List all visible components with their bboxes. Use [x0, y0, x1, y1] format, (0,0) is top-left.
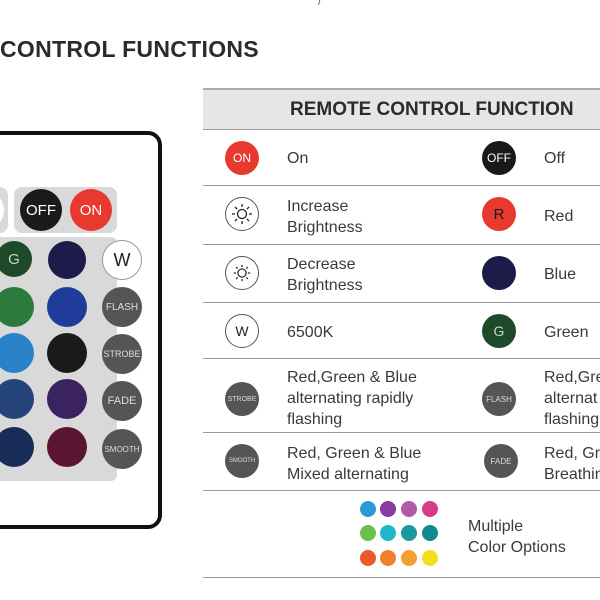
fade-icon: FADE [484, 444, 518, 478]
on-icon: ON [225, 141, 259, 175]
function-label-strobe-1: Red,Green & Blue [287, 369, 417, 386]
white-icon: W [225, 314, 259, 348]
color-swatch [380, 550, 396, 566]
function-label-fade-1: Red, Gr [544, 445, 600, 462]
remote-off-label: OFF [26, 201, 56, 219]
function-label-smooth-1: Red, Green & Blue [287, 445, 422, 462]
smooth-icon-label: SMOOTH [228, 458, 256, 464]
function-label-strobe-2: alternating rapidly [287, 390, 414, 407]
table-title: REMOTE CONTROL FUNCTION [290, 99, 574, 120]
function-label-off: Off [544, 150, 566, 167]
green-icon-label: G [493, 323, 505, 339]
remote-white-button[interactable]: W [102, 240, 142, 280]
color-swatch [360, 525, 376, 541]
table-header: REMOTE CONTROL FUNCTION [203, 88, 600, 130]
function-label-on: On [287, 150, 309, 167]
green-icon: G [482, 314, 516, 348]
function-label-blue: Blue [544, 266, 577, 283]
strobe-icon: STROBE [225, 382, 259, 416]
remote-control: OFF ON G W FLASH STROBE FADE SMOOTH [0, 131, 162, 529]
page-heading: CONTROL FUNCTIONS [0, 36, 259, 62]
remote-color-button[interactable] [0, 427, 34, 467]
function-label-strobe-3: flashing [287, 411, 343, 428]
remote-white-label: W [113, 249, 131, 270]
remote-color-button[interactable] [47, 379, 87, 419]
remote-green-label: G [8, 250, 20, 268]
sun-icon [0, 199, 1, 221]
off-icon-label: OFF [487, 151, 511, 165]
function-label-increase-2: Brightness [287, 219, 363, 236]
flash-icon-label: FLASH [486, 394, 512, 404]
remote-strobe-button[interactable]: STROBE [102, 334, 142, 374]
remote-smooth-label: SMOOTH [104, 444, 140, 454]
red-icon: R [482, 197, 516, 231]
row-divider [203, 490, 600, 491]
sun-icon [233, 264, 251, 282]
remote-on-label: ON [79, 201, 103, 219]
remote-fade-button[interactable]: FADE [102, 381, 142, 421]
color-swatch [360, 550, 376, 566]
top-mark: / [318, 0, 322, 8]
remote-fade-label: FADE [107, 395, 137, 407]
color-swatch [401, 501, 417, 517]
smooth-icon: SMOOTH [225, 444, 259, 478]
fade-icon-label: FADE [490, 456, 512, 466]
function-label-fade-2: Breathin [544, 466, 600, 483]
color-swatch [380, 501, 396, 517]
row-divider [203, 432, 600, 433]
sun-icon [232, 204, 252, 224]
multiple-color-label-2: Color Options [468, 539, 566, 556]
remote-top-panel-left [0, 187, 8, 233]
on-icon-label: ON [233, 151, 251, 165]
row-divider [203, 185, 600, 186]
blue-icon [482, 256, 516, 290]
remote-green-button[interactable]: G [0, 241, 32, 277]
function-label-6500k: 6500K [287, 324, 334, 341]
remote-smooth-button[interactable]: SMOOTH [102, 429, 142, 469]
remote-color-button[interactable] [47, 287, 87, 327]
decrease-brightness-icon [225, 256, 259, 290]
increase-brightness-icon [225, 197, 259, 231]
function-label-smooth-2: Mixed alternating [287, 466, 409, 483]
color-swatch [380, 525, 396, 541]
function-label-red: Red [544, 208, 574, 225]
function-label-decrease-1: Decrease [287, 256, 356, 273]
function-label-flash-3: flashing [544, 411, 600, 428]
remote-color-button[interactable] [0, 287, 34, 327]
flash-icon: FLASH [482, 382, 516, 416]
multiple-color-label-1: Multiple [468, 518, 524, 535]
remote-blue-button[interactable] [48, 241, 86, 279]
remote-off-button[interactable]: OFF [20, 189, 62, 231]
row-divider [203, 358, 600, 359]
function-label-decrease-2: Brightness [287, 277, 363, 294]
strobe-icon-label: STROBE [227, 395, 257, 403]
remote-on-button[interactable]: ON [70, 189, 112, 231]
remote-brightness-button[interactable] [0, 190, 4, 230]
white-icon-label: W [235, 323, 249, 339]
color-swatch [360, 501, 376, 517]
remote-color-button[interactable] [0, 333, 34, 373]
remote-strobe-label: STROBE [103, 349, 141, 359]
color-swatch [401, 525, 417, 541]
color-swatch [422, 550, 438, 566]
row-divider [203, 244, 600, 245]
color-swatch [422, 501, 438, 517]
remote-color-button[interactable] [47, 427, 87, 467]
row-divider [203, 129, 600, 130]
remote-color-button[interactable] [47, 333, 87, 373]
function-label-green: Green [544, 324, 589, 341]
color-swatch [422, 525, 438, 541]
function-label-flash-1: Red,Gre [544, 369, 600, 386]
red-icon-label: R [493, 205, 505, 223]
row-divider [203, 577, 600, 578]
color-swatch [401, 550, 417, 566]
off-icon: OFF [482, 141, 516, 175]
remote-color-button[interactable] [0, 379, 34, 419]
function-label-flash-2: alternat [544, 390, 598, 407]
function-label-increase-1: Increase [287, 198, 349, 215]
remote-flash-label: FLASH [105, 301, 139, 313]
row-divider [203, 302, 600, 303]
remote-flash-button[interactable]: FLASH [102, 287, 142, 327]
